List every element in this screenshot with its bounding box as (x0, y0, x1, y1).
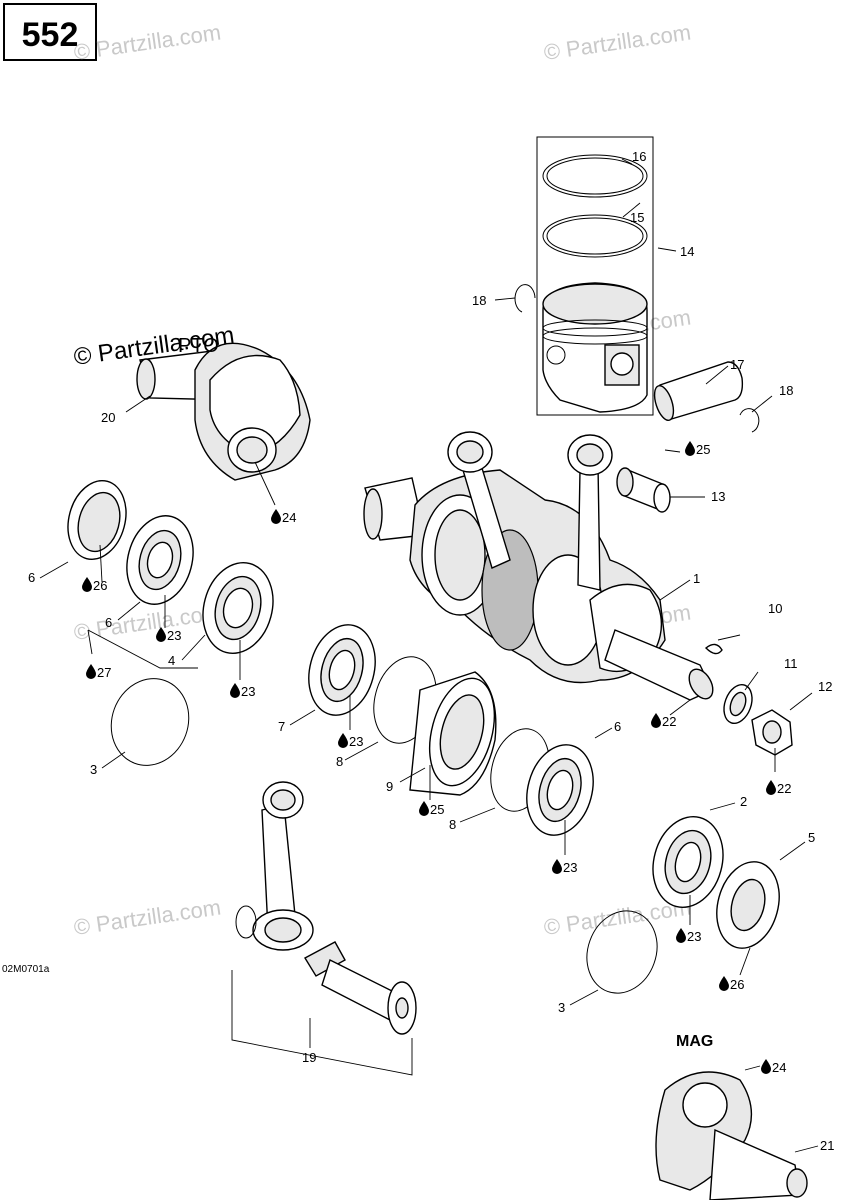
lube-ref-25: 25 (685, 441, 710, 457)
connecting-rod-kit-19 (231, 781, 417, 1076)
callout-2: 2 (740, 794, 747, 809)
callout-6: 6 (614, 719, 621, 734)
svg-text:24: 24 (282, 510, 296, 525)
watermark-text: © Partzilla.com (72, 895, 222, 940)
callout-11: 11 (784, 656, 798, 671)
callout-13: 13 (711, 489, 725, 504)
lube-ref-23: 23 (156, 627, 181, 643)
woodruff-key-10 (704, 643, 723, 655)
callout-6: 6 (105, 615, 112, 630)
callout-3: 3 (90, 762, 97, 777)
lube-ref-23: 23 (552, 859, 577, 875)
seal-6-left (67, 479, 127, 561)
pto-crank-half-20 (136, 342, 311, 481)
svg-text:24: 24 (772, 1060, 786, 1075)
piston-ring-16 (542, 154, 648, 198)
svg-text:25: 25 (430, 802, 444, 817)
lube-ref-22: 22 (766, 780, 791, 796)
svg-text:23: 23 (349, 734, 363, 749)
svg-text:25: 25 (696, 442, 710, 457)
svg-text:26: 26 (93, 578, 107, 593)
svg-text:22: 22 (777, 781, 791, 796)
piston-pin-17 (653, 361, 744, 421)
callout-18: 18 (779, 383, 793, 398)
piston-pin-clip-18-right (739, 408, 760, 433)
piston (542, 282, 648, 413)
bearing-7 (308, 624, 376, 716)
mag-crank-half-21 (655, 1071, 808, 1200)
page-number: 552 (22, 16, 79, 54)
leader-lines (39, 158, 819, 1153)
callout-15: 15 (630, 210, 644, 225)
washer-11 (723, 683, 753, 725)
connecting-rod-left (447, 431, 511, 569)
lubricant-references: 22 22 23 23 23 23 23 24 24 25 25 26 26 2… (82, 441, 791, 1075)
svg-text:26: 26 (730, 977, 744, 992)
callout-17: 17 (730, 357, 744, 372)
callout-4: 4 (168, 653, 175, 668)
callout-20: 20 (101, 410, 115, 425)
callout-5: 5 (808, 830, 815, 845)
connecting-rod-right (567, 434, 613, 591)
lube-ref-25: 25 (419, 801, 444, 817)
svg-text:23: 23 (563, 860, 577, 875)
bearing-6-center (526, 744, 594, 836)
lube-ref-27: 27 (86, 664, 111, 680)
bearing-2 (652, 816, 724, 908)
seal-5 (716, 861, 780, 949)
callout-8: 8 (449, 817, 456, 832)
lube-ref-23: 23 (676, 928, 701, 944)
callout-12: 12 (818, 679, 832, 694)
lube-ref-22: 22 (651, 713, 676, 729)
o-ring-3-left (110, 678, 190, 766)
mag-label: MAG (676, 1033, 713, 1050)
o-ring-3-right (586, 910, 658, 994)
figure-code: 02M0701a (2, 964, 50, 975)
callout-1: 1 (693, 571, 700, 586)
lube-ref-23: 23 (230, 683, 255, 699)
nut-12 (751, 709, 793, 756)
lube-ref-23: 23 (338, 733, 363, 749)
bearing-4 (202, 562, 274, 654)
pto-label: PTO (178, 335, 219, 357)
needle-bearing-13 (616, 467, 671, 513)
piston-pin-clip-18-left (514, 284, 536, 313)
svg-text:22: 22 (662, 714, 676, 729)
lube-ref-26: 26 (719, 976, 744, 992)
callout-3: 3 (558, 1000, 565, 1015)
bearing-6-left (126, 515, 194, 605)
page-number-box: 552 (3, 3, 97, 61)
piston-ring-15 (542, 214, 648, 258)
callout-numbers: 1 2 3 3 4 5 6 6 6 7 8 8 9 10 11 12 13 14… (28, 149, 834, 1153)
svg-text:23: 23 (241, 684, 255, 699)
svg-text:27: 27 (97, 665, 111, 680)
callout-19: 19 (302, 1050, 316, 1065)
callout-9: 9 (386, 779, 393, 794)
distance-ring-9 (409, 671, 497, 796)
callout-18: 18 (472, 293, 486, 308)
callout-21: 21 (820, 1138, 834, 1153)
lube-ref-24: 24 (761, 1059, 786, 1075)
watermark-text: © Partzilla.com (72, 600, 222, 645)
callout-10: 10 (768, 601, 782, 616)
piston-kit-box (536, 136, 654, 416)
callout-6: 6 (28, 570, 35, 585)
callout-8: 8 (336, 754, 343, 769)
watermark-text: © Partzilla.com (542, 20, 692, 65)
callout-7: 7 (278, 719, 285, 734)
crankshaft-1 (363, 469, 714, 701)
lube-ref-24: 24 (271, 509, 296, 525)
svg-text:23: 23 (167, 628, 181, 643)
callout-16: 16 (632, 149, 646, 164)
callout-14: 14 (680, 244, 694, 259)
lube-ref-26: 26 (82, 577, 107, 593)
svg-text:23: 23 (687, 929, 701, 944)
